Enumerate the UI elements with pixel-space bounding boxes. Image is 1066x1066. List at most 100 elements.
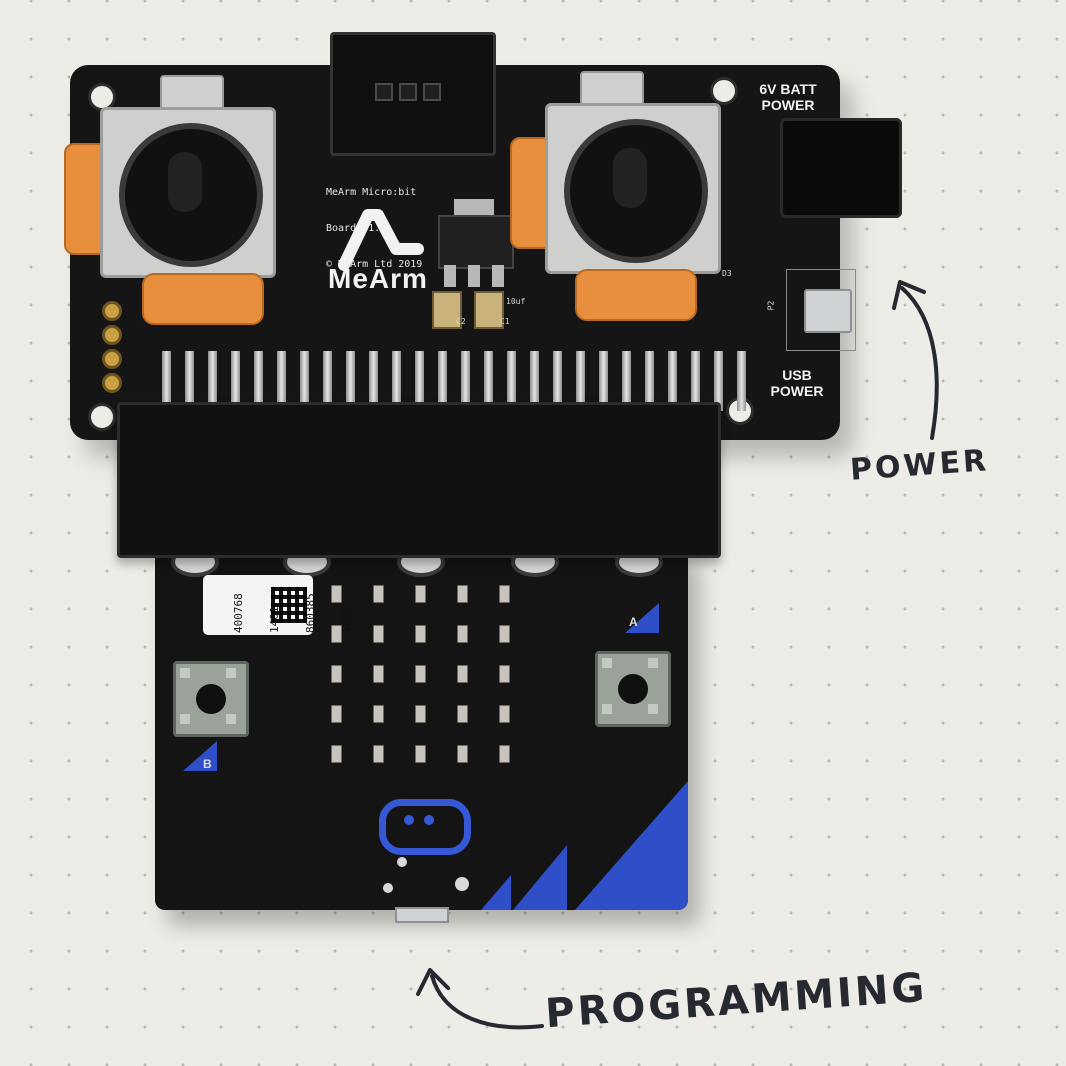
led	[331, 625, 342, 643]
idc-pin	[423, 83, 441, 101]
button-b[interactable]	[173, 661, 249, 737]
led	[499, 745, 510, 763]
regulator-tab	[454, 199, 494, 217]
c1-label: C1	[500, 317, 510, 326]
joystick-top-cap	[580, 71, 644, 109]
led	[373, 665, 384, 683]
led	[457, 745, 468, 763]
programming-usb-port[interactable]	[395, 907, 449, 923]
dc-barrel-jack[interactable]	[780, 118, 902, 218]
led	[499, 585, 510, 603]
via-hole	[383, 883, 393, 893]
header-pin	[300, 351, 309, 411]
right-potentiometer-bottom	[575, 269, 697, 321]
brand-wordmark: MeArm	[328, 263, 428, 294]
board-silkscreen: MeArm Micro:bit Board v1.4 © MeArm Ltd 2…	[326, 163, 422, 295]
header-pin	[645, 351, 654, 411]
header-pin	[530, 351, 539, 411]
blue-accent-stripe	[575, 781, 688, 910]
button-a[interactable]	[595, 651, 671, 727]
led	[415, 585, 426, 603]
button-pad	[180, 668, 190, 678]
header-pin	[507, 351, 516, 411]
header-pad	[102, 301, 122, 321]
header-pin	[323, 351, 332, 411]
button-pad	[226, 714, 236, 724]
header-pin	[461, 351, 470, 411]
edge-connector	[117, 402, 721, 558]
led	[331, 705, 342, 723]
led	[415, 625, 426, 643]
id-line: 400768	[232, 593, 245, 633]
cap-value-label: 10uf	[506, 297, 526, 306]
usb-power-label: USB POWER	[770, 367, 824, 399]
header-pin	[714, 351, 723, 411]
microbit-logo-icon[interactable]	[379, 799, 471, 855]
led	[499, 665, 510, 683]
voltage-regulator	[438, 215, 514, 269]
regulator-leg	[468, 265, 480, 287]
silk-line: Board v1.4	[326, 223, 387, 234]
blue-accent-stripe	[513, 845, 567, 910]
header-pin	[162, 351, 171, 411]
mounting-hole	[88, 403, 116, 431]
led	[499, 705, 510, 723]
left-potentiometer-bottom	[142, 273, 264, 325]
microbit: 400768 1401 860385 1616 B A	[155, 545, 688, 923]
led-matrix	[331, 585, 511, 765]
button-pad	[602, 658, 612, 668]
d3-label: D3	[722, 269, 732, 278]
id-line: 1401	[268, 606, 281, 634]
button-pad	[180, 714, 190, 724]
header-pin	[254, 351, 263, 411]
right-joystick[interactable]	[545, 103, 721, 274]
mearm-logo-icon	[338, 209, 424, 271]
joystick-stick	[168, 152, 202, 212]
idc-pin	[399, 83, 417, 101]
power-annotation: POWER	[848, 443, 991, 488]
mearm-carrier-board: MeArm Micro:bit Board v1.4 © MeArm Ltd 2…	[64, 32, 856, 440]
header-pin	[415, 351, 424, 411]
c2-label: C2	[456, 317, 466, 326]
button-b-press	[196, 684, 226, 714]
header-pin	[553, 351, 562, 411]
header-pin	[231, 351, 240, 411]
header-pin	[392, 351, 401, 411]
id-sticker: 400768 1401 860385 1616	[203, 575, 353, 635]
button-pad	[648, 658, 658, 668]
capacitor-c1	[474, 291, 504, 329]
header-pin-row	[162, 351, 762, 415]
programming-annotation: PROGRAMMING	[543, 964, 929, 1038]
button-pad	[226, 668, 236, 678]
led	[373, 625, 384, 643]
idc-pin	[375, 83, 393, 101]
usb-outline	[786, 269, 856, 351]
header-pin	[369, 351, 378, 411]
button-pad	[648, 704, 658, 714]
led	[415, 665, 426, 683]
silk-line: © MeArm Ltd 2019	[326, 259, 423, 270]
button-b-label: B	[203, 757, 212, 771]
header-pin	[185, 351, 194, 411]
left-joystick[interactable]	[100, 107, 276, 278]
button-pad	[602, 704, 612, 714]
led	[415, 745, 426, 763]
led	[331, 745, 342, 763]
header-pin	[622, 351, 631, 411]
micro-usb-port[interactable]	[804, 289, 852, 333]
regulator-leg	[444, 265, 456, 287]
p2-label: P2	[766, 300, 776, 311]
joystick-stick	[613, 148, 647, 208]
header-pin	[438, 351, 447, 411]
header-pin	[484, 351, 493, 411]
power-arrow-icon	[892, 280, 939, 440]
silk-line: MeArm Micro:bit	[326, 187, 417, 198]
header-pin	[576, 351, 585, 411]
led	[373, 705, 384, 723]
via-hole	[397, 857, 407, 867]
led	[457, 665, 468, 683]
logo-eye	[424, 815, 434, 825]
blue-accent-stripe	[481, 875, 511, 910]
led	[457, 585, 468, 603]
